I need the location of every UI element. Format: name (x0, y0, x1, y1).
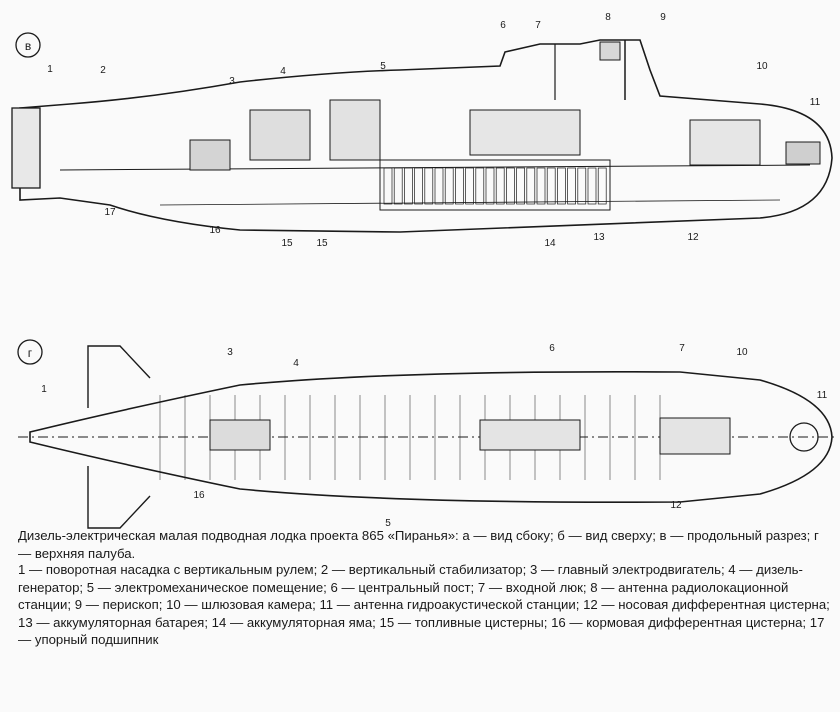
callout-number: 12 (670, 500, 682, 511)
callout-number: 15 (316, 238, 328, 249)
legend-item: 7 — входной люк; (477, 579, 591, 595)
legend-item: 11 — антенна гидроакустической станции; (319, 597, 584, 612)
battery-cell (516, 167, 525, 205)
legend-item: 6 — центральный пост; (330, 579, 478, 595)
view-letter-top: г (28, 346, 33, 360)
top-upper-fin (87, 345, 151, 408)
callout-number: 1 (41, 384, 47, 395)
legend-item: 17 — упорный подшипник (18, 614, 825, 648)
callout-number: 10 (756, 61, 768, 72)
top-diesel-generator (209, 419, 271, 451)
callout-number: 15 (281, 238, 293, 249)
battery-cell (383, 167, 393, 205)
battery-cell (526, 167, 536, 205)
legend-item: 9 — перископ; (74, 597, 167, 612)
battery-cell (414, 167, 423, 205)
legend-item: 15 — топливные цистерны; (379, 614, 552, 630)
callout-number: 11 (817, 390, 828, 401)
legend-item: 16 — кормовая дифферентная цистерна; (551, 614, 810, 630)
view-letter-circle (17, 339, 43, 365)
battery-cell (597, 167, 607, 205)
battery-cell (465, 167, 474, 205)
top-callout-labels: 1 3 4 6 7 10 11 16 5 12 (41, 343, 827, 529)
battery-cell (506, 167, 515, 205)
callout-number: 7 (535, 20, 541, 31)
side-central-post (469, 109, 581, 156)
callout-number: 5 (385, 518, 391, 529)
callout-number: 1 (47, 64, 53, 75)
callout-number: 12 (687, 232, 699, 243)
callout-number: 9 (660, 12, 666, 23)
side-keel-line (159, 199, 781, 206)
callout-number: 6 (549, 343, 555, 354)
callout-number: 5 (380, 61, 386, 72)
battery-cell (393, 167, 403, 205)
callout-number: 7 (679, 343, 685, 354)
side-electromech-room (329, 99, 381, 161)
callout-number: 3 (229, 76, 235, 87)
battery-cell (567, 167, 576, 205)
callout-number: 8 (605, 12, 611, 23)
callout-number: 16 (209, 225, 221, 236)
callout-number: 4 (280, 66, 286, 77)
figure-legend: 1 — поворотная насадка с вертикальным ру… (18, 561, 830, 649)
legend-item: 14 — аккумуляторная яма; (211, 614, 380, 630)
legend-item: 3 — главный электродвигатель; (529, 562, 729, 577)
callout-number: 6 (500, 20, 506, 31)
side-deck-line (59, 164, 811, 171)
battery-cell (404, 167, 413, 205)
battery-cell (495, 167, 505, 205)
battery-cell (485, 167, 495, 205)
side-hull-outline (19, 39, 833, 233)
legend-item: 13 — аккумуляторная батарея; (18, 614, 212, 630)
top-sonar-antenna (789, 422, 819, 452)
battery-cell (475, 167, 485, 205)
callout-number: 4 (293, 358, 299, 369)
legend-item: 8 — антенна радиолокационной станции; (18, 579, 789, 613)
view-letter-side: в (25, 39, 31, 53)
battery-cell (546, 167, 556, 205)
side-battery-pit (379, 159, 611, 211)
battery-cell (587, 167, 597, 205)
callout-number: 14 (544, 238, 556, 249)
legend-item: 10 — шлюзовая камера; (166, 597, 320, 612)
top-airlock-chamber (659, 417, 731, 455)
legend-item: 4 — дизель-генератор; (18, 562, 803, 595)
side-airlock-chamber (689, 119, 761, 166)
legend-item: 2 — вертикальный стабилизатор; (320, 562, 530, 577)
top-lower-fin (87, 466, 151, 529)
view-letter-circle (15, 32, 41, 58)
callout-number: 10 (736, 347, 748, 358)
callout-number: 16 (193, 490, 205, 501)
side-battery-cells (383, 167, 607, 205)
callout-number: 11 (810, 97, 821, 108)
figure-title: Дизель-электрическая малая подводная лод… (18, 528, 819, 561)
side-main-motor (189, 139, 231, 171)
battery-cell (444, 167, 454, 205)
battery-cell (424, 167, 434, 205)
callout-number: 17 (104, 207, 116, 218)
callout-number: 13 (593, 232, 605, 243)
battery-cell (455, 167, 464, 205)
side-radar-antenna (599, 41, 621, 61)
side-rudder (11, 107, 41, 189)
legend-item: 1 — поворотная насадка с вертикальным ру… (18, 562, 321, 577)
battery-cell (557, 167, 566, 205)
top-central-post (479, 419, 581, 451)
side-sonar-antenna (785, 141, 821, 165)
battery-cell (434, 167, 444, 205)
side-diesel-generator (249, 109, 311, 161)
legend-item: 5 — электромеханическое помещение; (86, 579, 331, 595)
top-hull-outline (29, 370, 833, 504)
legend-item: 12 — носовая дифферентная цистерна; (583, 597, 830, 612)
battery-cell (536, 167, 546, 205)
callout-number: 2 (100, 65, 106, 76)
callout-number: 3 (227, 347, 233, 358)
top-deck-view: г 1 3 4 6 7 10 11 16 5 12 (17, 339, 835, 529)
battery-cell (577, 167, 587, 205)
